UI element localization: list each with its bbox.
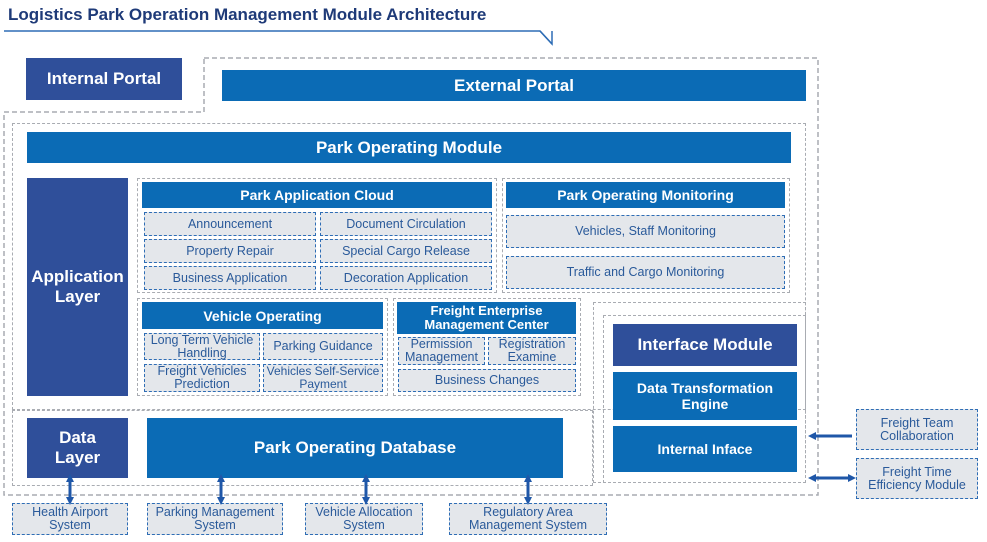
freight-time-efficiency-module: Freight Time Efficiency Module	[856, 458, 978, 499]
page-title: Logistics Park Operation Management Modu…	[8, 5, 487, 24]
cell-business-changes: Business Changes	[398, 369, 576, 392]
cell-document-circulation: Document Circulation	[320, 212, 492, 236]
interface-module-inner-border	[603, 315, 806, 483]
park-operating-container	[12, 123, 806, 410]
cell-property-repair: Property Repair	[144, 239, 316, 263]
parking-management-system: Parking Management System	[147, 503, 283, 535]
freight-team-collaboration: Freight Team Collaboration	[856, 409, 978, 450]
health-airport-system: Health Airport System	[12, 503, 128, 535]
park-operating-monitoring-header: Park Operating Monitoring	[506, 182, 785, 208]
park-application-cloud-container	[137, 178, 497, 293]
cell-long-term-vehicle-handling: Long Term Vehicle Handling	[144, 333, 260, 360]
regulatory-area-management-system: Regulatory Area Management System	[449, 503, 607, 535]
cell-decoration-application: Decoration Application	[320, 266, 492, 290]
cell-permission-management: Permission Management	[398, 337, 485, 365]
cell-special-cargo-release: Special Cargo Release	[320, 239, 492, 263]
data-layer-container	[12, 410, 593, 486]
park-operating-database: Park Operating Database	[147, 418, 563, 478]
cell-vehicles-self-service-payment: Vehicles Self-Service Payment	[263, 364, 383, 392]
application-layer: Application Layer	[27, 178, 128, 396]
cell-traffic-cargo-monitoring: Traffic and Cargo Monitoring	[506, 256, 785, 289]
external-portal: External Portal	[222, 70, 806, 101]
cell-parking-guidance: Parking Guidance	[263, 333, 383, 360]
park-operating-module: Park Operating Module	[27, 132, 791, 163]
freight-enterprise-header: Freight Enterprise Management Center	[397, 302, 576, 334]
park-operating-monitoring-container	[502, 178, 790, 293]
vehicle-operating-container	[137, 298, 388, 396]
data-layer: Data Layer	[27, 418, 128, 478]
internal-portal: Internal Portal	[26, 58, 182, 100]
internal-inface: Internal Inface	[613, 426, 797, 472]
vehicle-operating-header: Vehicle Operating	[142, 302, 383, 329]
data-transformation-engine: Data Transformation Engine	[613, 372, 797, 420]
cell-announcement: Announcement	[144, 212, 316, 236]
cell-freight-vehicles-prediction: Freight Vehicles Prediction	[144, 364, 260, 392]
cell-vehicles-staff-monitoring: Vehicles, Staff Monitoring	[506, 215, 785, 248]
interface-module-header: Interface Module	[613, 324, 797, 366]
cell-business-application: Business Application	[144, 266, 316, 290]
park-application-cloud-header: Park Application Cloud	[142, 182, 492, 208]
freight-enterprise-container	[393, 298, 581, 396]
cell-registration-examine: Registration Examine	[488, 337, 576, 365]
